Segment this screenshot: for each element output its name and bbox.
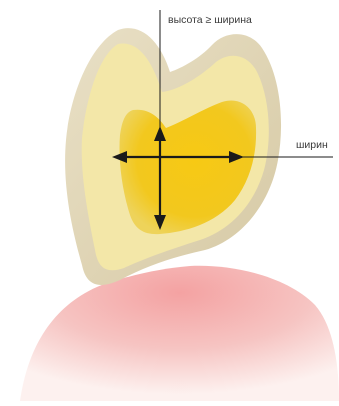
width-label: ширин [296,140,328,151]
height-vs-width-label: высота ≥ ширина [168,15,252,26]
gum-tissue [20,266,339,401]
